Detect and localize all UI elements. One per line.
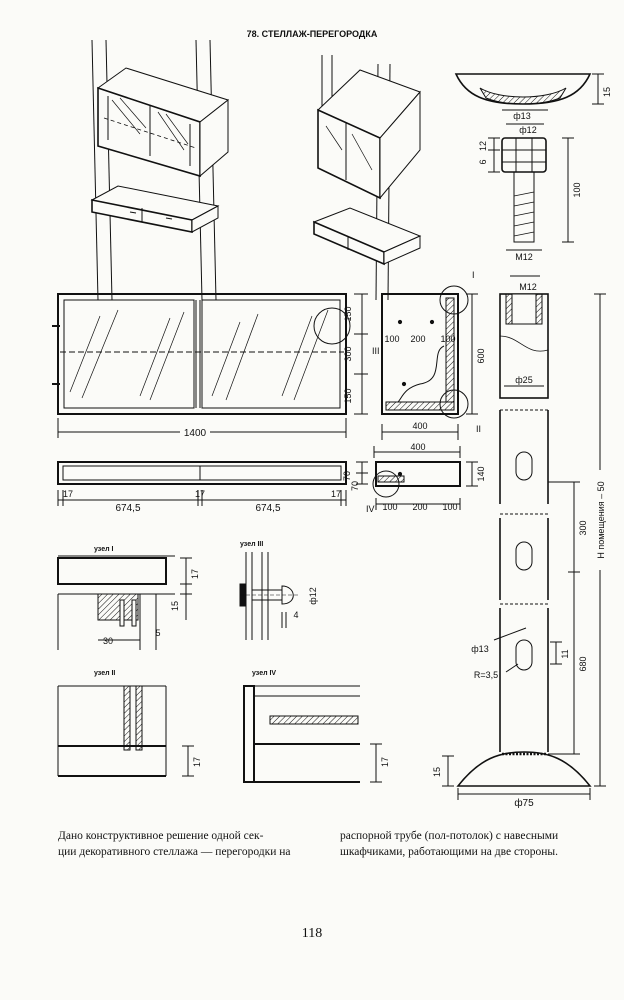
pipe-base: 15 ф75 [432,751,592,809]
cabinet-mark-3: 100 [440,334,455,344]
pipe-room-height: H помещения – 50 [596,481,606,558]
caption-left-line-2: ции декоративного стеллажа — перегородки… [58,846,291,858]
pipe-top-h2: 6 [478,159,488,164]
pipe-top-length: 100 [572,182,582,197]
plan-dim-2: 674,5 [115,503,140,514]
plan-dim-5: 17 [331,489,341,499]
node-3-detail: узел III ф12 4 [239,541,318,640]
plan-height-2: 70 [350,481,360,491]
node-1-title: узел I [94,546,113,553]
node-1-detail: узел I 17 15 30 5 [57,546,200,650]
shelf-mark-3: 100 [442,502,457,512]
front-height-dim-2: 300 [343,346,353,361]
section-cabinet: I II 100 200 100 600 400 [381,270,486,440]
plan-dim-3: 17 [195,489,205,499]
node-1-dim-2: 15 [170,601,180,611]
plan-view: 17 674,5 17 674,5 17 70 70 [57,461,368,514]
shelf-width-dim: 400 [410,442,425,452]
pipe-top-bolt-d: ф12 [519,125,536,135]
pipe-lower: 680 [578,656,588,671]
plan-dim-1: 17 [63,489,73,499]
node-4-dim-1: 17 [380,757,390,767]
shelf-height-dim: 140 [476,466,486,481]
caption-right-line-1: распорной трубе (пол-потолок) с навесным… [340,830,559,842]
pipe-body-d: ф25 [515,375,532,385]
pipe-spacing: 300 [578,520,588,535]
node-3-dim-1: ф12 [308,587,318,604]
cabinet-mark-1: 100 [384,334,399,344]
pipe-hole-h: 11 [560,649,570,658]
section-shelf: 400 IV 140 100 200 100 [366,442,486,514]
page-title: 78. СТЕЛЛАЖ-ПЕРЕГОРОДКА [247,29,378,39]
caption-right: распорной трубе (пол-потолок) с навесным… [340,828,606,860]
pipe-top-h1: 12 [478,141,488,151]
plan-dim-4: 674,5 [255,503,280,514]
node-1-dim-1: 17 [190,569,200,579]
plan-height-1: 70 [342,471,352,481]
page-number: 118 [301,926,323,941]
pipe-base-h: 15 [432,767,442,777]
pipe-top-thread: M12 [515,252,533,262]
isometric-view-right [312,55,422,301]
node-2-detail: узел II 17 [57,670,202,777]
shelf-mark-1: 100 [382,502,397,512]
pipe-body-thread: M12 [519,282,537,292]
shelf-mark-2: 200 [412,502,427,512]
node-3-dim-2: 4 [293,610,298,620]
node-2-title: узел II [94,670,115,677]
node-1-dim-4: 5 [155,628,160,638]
front-height-dim-3: 150 [343,388,353,403]
cabinet-width-dim: 400 [412,421,427,431]
pipe-hole-d: ф13 [471,644,488,654]
cabinet-mark-2: 200 [410,334,425,344]
node-4-detail: узел IV 17 [243,670,390,783]
front-width-dim: 1400 [184,428,207,439]
front-height-dim-1: 150 [343,306,353,321]
isometric-view-left [90,39,230,301]
node-1-dim-3: 30 [103,636,113,646]
cabinet-node-1: I [472,270,475,280]
front-node-mark: III [372,346,380,356]
node-2-dim-1: 17 [192,757,202,767]
front-view: 1400 150 300 150 III [52,293,380,439]
caption-left: Дано конструктивное решение одной сек- ц… [58,828,320,860]
node-3-title: узел III [240,541,263,548]
cabinet-height-dim: 600 [476,348,486,363]
cabinet-node-2: II [476,424,481,434]
caption-right-line-2: шкафчиками, работающими на две стороны. [340,846,558,858]
pipe-hole-r: R=3,5 [474,670,498,680]
pipe-top-detail: 15 ф13 ф12 12 6 100 M12 [454,73,612,262]
node-4-title: узел IV [252,670,276,677]
pipe-top-h: 15 [602,87,612,97]
pipe-body: M12 ф25 ф13 R=3,5 11 300 680 H помещения… [471,275,608,787]
pipe-base-d: ф75 [514,797,534,809]
shelf-node: IV [366,504,375,514]
caption-left-line-1: Дано конструктивное решение одной сек- [58,830,264,842]
pipe-top-hole-d: ф13 [513,111,530,121]
